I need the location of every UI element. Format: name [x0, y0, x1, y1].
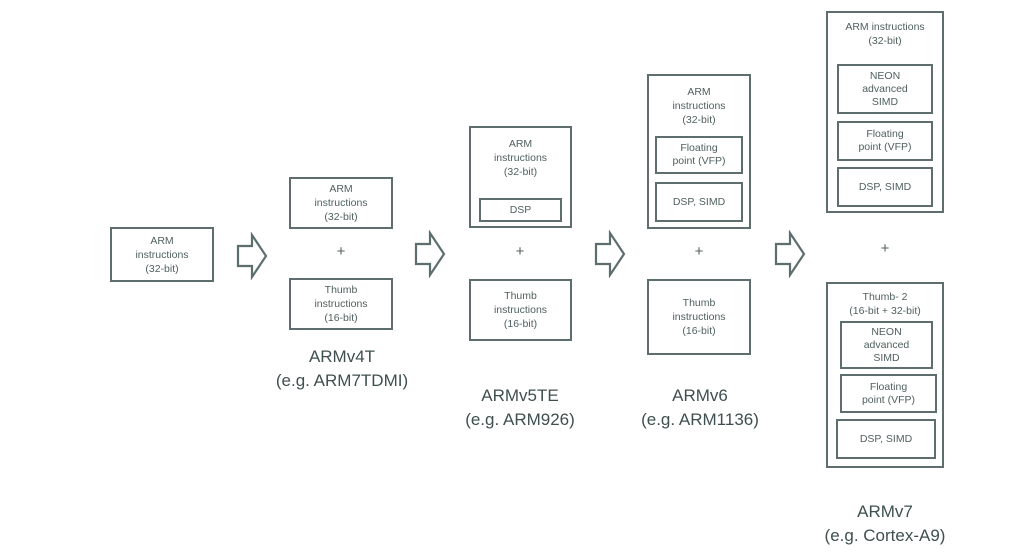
armv4t-caption: ARMv4T (e.g. ARM7TDMI): [262, 345, 422, 393]
floating-point-box: Floating point (VFP): [840, 374, 937, 413]
neon-simd-box: NEON advanced SIMD: [840, 321, 933, 369]
right-arrow-icon: [236, 232, 268, 280]
box-line: point (VFP): [672, 155, 726, 167]
armv6-thumb-instructions-box: Thumb instructions (16-bit): [647, 279, 751, 355]
box-line: DSP, SIMD: [858, 180, 912, 193]
plus-sign: +: [515, 243, 525, 260]
box-line: DSP, SIMD: [672, 195, 726, 208]
box-line: ARM: [687, 86, 711, 98]
box-line: Thumb: [682, 297, 716, 309]
right-arrow-icon: [414, 230, 446, 278]
box-line: DSP, SIMD: [859, 432, 913, 445]
box-line: (16-bit): [682, 325, 716, 337]
box-line: ARM instructions: [845, 21, 925, 33]
box-line: point (VFP): [858, 141, 912, 153]
right-arrow-icon: [774, 230, 806, 278]
architecture-name: ARMv4T: [308, 347, 376, 366]
box-line: (32-bit): [682, 114, 716, 126]
box-line: (32-bit): [503, 166, 538, 178]
box-line: instructions: [314, 197, 368, 209]
armv7-caption: ARMv7 (e.g. Cortex-A9): [800, 500, 970, 548]
box-line: (16-bit): [503, 318, 538, 330]
box-line: ARM: [508, 138, 533, 150]
dsp-box: DSP: [479, 198, 562, 222]
box-line: point (VFP): [861, 393, 916, 406]
box-line: NEON: [869, 69, 901, 82]
box-line: instructions: [672, 100, 726, 112]
architecture-name: ARMv5TE: [481, 386, 559, 405]
dsp-simd-box: DSP, SIMD: [655, 182, 743, 222]
box-line: instructions: [493, 304, 548, 316]
right-arrow-icon: [594, 230, 626, 278]
box-line: ARM: [150, 234, 174, 247]
box-line: instructions: [672, 311, 726, 323]
box-line: ARM: [329, 183, 353, 195]
plus-sign: +: [336, 243, 346, 260]
box-line: advanced: [863, 338, 910, 351]
armv6-caption: ARMv6 (e.g. ARM1136): [610, 384, 790, 432]
box-line: instructions: [135, 248, 189, 261]
box-line: SIMD: [873, 351, 900, 364]
box-line: (32-bit): [868, 35, 902, 47]
box-line: (16-bit + 32-bit): [849, 305, 921, 317]
plus-sign: +: [880, 240, 890, 257]
armv5te-caption: ARMv5TE (e.g. ARM926): [430, 384, 610, 432]
architecture-name: ARMv6: [672, 386, 728, 405]
box-line: instructions: [493, 152, 548, 164]
example-core: (e.g. ARM926): [465, 410, 575, 429]
box-line: NEON: [871, 325, 902, 338]
example-core: (e.g. Cortex-A9): [824, 526, 946, 545]
box-line: SIMD: [871, 95, 899, 108]
box-line: (32-bit): [324, 211, 358, 223]
floating-point-box: Floating point (VFP): [837, 121, 933, 161]
example-core: (e.g. ARM1136): [641, 410, 759, 429]
box-line: Thumb: [324, 284, 358, 296]
armv4t-arm-instructions-box: ARM instructions (32-bit): [289, 177, 393, 229]
plus-sign: +: [694, 243, 704, 260]
box-line: Floating: [866, 128, 904, 140]
armv5te-thumb-instructions-box: Thumb instructions (16-bit): [469, 279, 572, 341]
box-line: Floating: [680, 142, 718, 154]
box-line: Thumb: [504, 290, 537, 302]
armv4t-thumb-instructions-box: Thumb instructions (16-bit): [289, 278, 393, 330]
box-line: DSP: [509, 203, 532, 216]
box-line: (32-bit): [145, 262, 179, 275]
box-line: advanced: [862, 82, 908, 95]
box-line: instructions: [314, 298, 368, 310]
dsp-simd-box: DSP, SIMD: [836, 419, 936, 459]
neon-simd-box: NEON advanced SIMD: [837, 64, 933, 114]
box-line: (16-bit): [324, 312, 358, 324]
example-core: (e.g. ARM7TDMI): [275, 371, 409, 390]
box-line: Floating: [869, 380, 908, 393]
floating-point-box: Floating point (VFP): [655, 136, 743, 174]
dsp-simd-box: DSP, SIMD: [837, 167, 933, 207]
base-arm-instructions-box: ARM instructions (32-bit): [110, 227, 214, 282]
architecture-name: ARMv7: [857, 502, 913, 521]
box-line: Thumb- 2: [862, 291, 908, 303]
